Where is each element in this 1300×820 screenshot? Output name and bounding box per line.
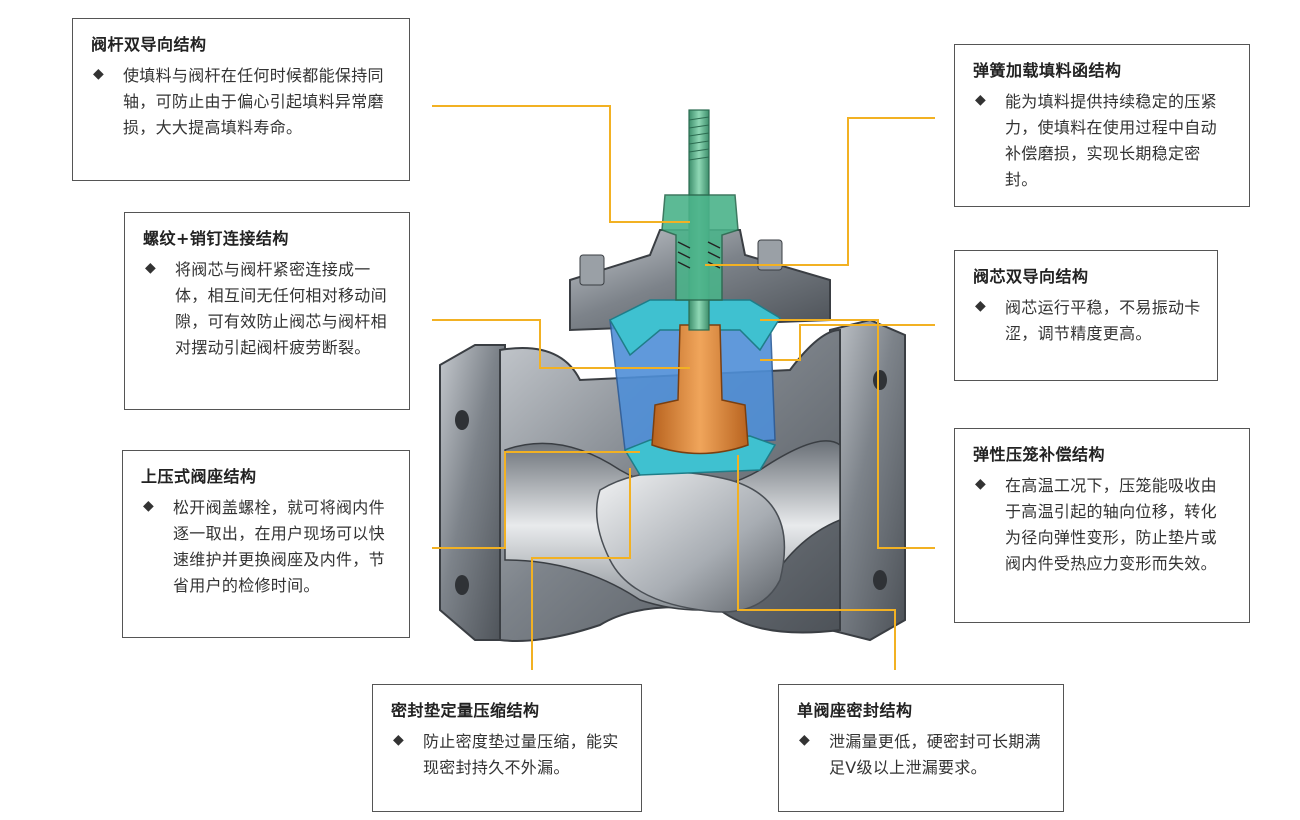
leader-cage xyxy=(760,319,935,549)
callout-cage: 弹性压笼补偿结构 ◆ 在高温工况下，压笼能吸收由于高温引起的轴向位移，转化为径向… xyxy=(954,428,1250,623)
right-flange xyxy=(829,318,906,642)
callout-stem-guide: 阀杆双导向结构 ◆ 使填料与阀杆在任何时候都能保持同轴，可防止由于偏心引起填料异… xyxy=(72,18,410,181)
callout-text: 能为填料提供持续稳定的压紧力，使填料在使用过程中自动补偿磨损，实现长期稳定密封。 xyxy=(1005,92,1217,189)
callout-plug-guide: 阀芯双导向结构 ◆ 阀芯运行平稳，不易振动卡涩，调节精度更高。 xyxy=(954,250,1218,381)
diamond-bullet-icon: ◆ xyxy=(393,732,404,748)
leader-gasket xyxy=(531,468,631,670)
diamond-bullet-icon: ◆ xyxy=(143,498,154,514)
diamond-bullet-icon: ◆ xyxy=(93,66,104,82)
bonnet-bolts xyxy=(579,239,783,286)
leader-lines xyxy=(432,105,935,670)
leader-top-seat xyxy=(432,451,640,549)
valve-plug xyxy=(651,324,749,455)
callout-gasket: 密封垫定量压缩结构 ◆ 防止密度垫过量压缩，能实现密封持久不外漏。 xyxy=(372,684,642,812)
callout-text: 使填料与阀杆在任何时候都能保持同轴，可防止由于偏心引起填料异常磨损，大大提高填料… xyxy=(123,66,384,137)
callout-text: 松开阀盖螺栓，就可将阀内件逐一取出，在用户现场可以快速维护并更换阀座及内件，节省… xyxy=(173,498,385,595)
callout-title: 密封垫定量压缩结构 xyxy=(391,701,540,720)
leader-single-seat xyxy=(737,455,896,670)
leader-spring xyxy=(705,117,935,266)
callout-title: 螺纹+销钉连接结构 xyxy=(143,229,289,248)
diamond-bullet-icon: ◆ xyxy=(975,298,986,314)
callout-text: 防止密度垫过量压缩，能实现密封持久不外漏。 xyxy=(423,732,619,777)
callout-text: 将阀芯与阀杆紧密连接成一体，相互间无任何相对移动间隙，可有效防止阀芯与阀杆相对摆… xyxy=(175,260,387,357)
callout-title: 阀杆双导向结构 xyxy=(91,35,207,54)
callout-text: 泄漏量更低，硬密封可长期满足V级以上泄漏要求。 xyxy=(829,732,1041,777)
stem-thread xyxy=(688,116,710,161)
callout-top-seat: 上压式阀座结构 ◆ 松开阀盖螺栓，就可将阀内件逐一取出，在用户现场可以快速维护并… xyxy=(122,450,410,638)
callout-title: 单阀座密封结构 xyxy=(797,701,913,720)
leader-stem-guide xyxy=(432,105,690,223)
diamond-bullet-icon: ◆ xyxy=(975,476,986,492)
callout-title: 弹性压笼补偿结构 xyxy=(973,445,1106,464)
diamond-bullet-icon: ◆ xyxy=(799,732,810,748)
callout-title: 阀芯双导向结构 xyxy=(973,267,1089,286)
callout-text: 阀芯运行平稳，不易振动卡涩，调节精度更高。 xyxy=(1005,298,1201,343)
leader-thread-pin xyxy=(432,319,690,369)
diamond-bullet-icon: ◆ xyxy=(145,260,156,276)
leader-plug-guide xyxy=(760,324,935,361)
callout-single-seat: 单阀座密封结构 ◆ 泄漏量更低，硬密封可长期满足V级以上泄漏要求。 xyxy=(778,684,1064,812)
callout-spring-packing: 弹簧加载填料函结构 ◆ 能为填料提供持续稳定的压紧力，使填料在使用过程中自动补偿… xyxy=(954,44,1250,207)
callout-title: 上压式阀座结构 xyxy=(141,467,257,486)
callout-title: 弹簧加载填料函结构 xyxy=(973,61,1122,80)
callout-text: 在高温工况下，压笼能吸收由于高温引起的轴向位移，转化为径向弹性变形，防止垫片或阀… xyxy=(1005,476,1217,573)
diamond-bullet-icon: ◆ xyxy=(975,92,986,108)
left-flange xyxy=(439,344,506,641)
callout-thread-pin: 螺纹+销钉连接结构 ◆ 将阀芯与阀杆紧密连接成一体，相互间无任何相对移动间隙，可… xyxy=(124,212,410,410)
